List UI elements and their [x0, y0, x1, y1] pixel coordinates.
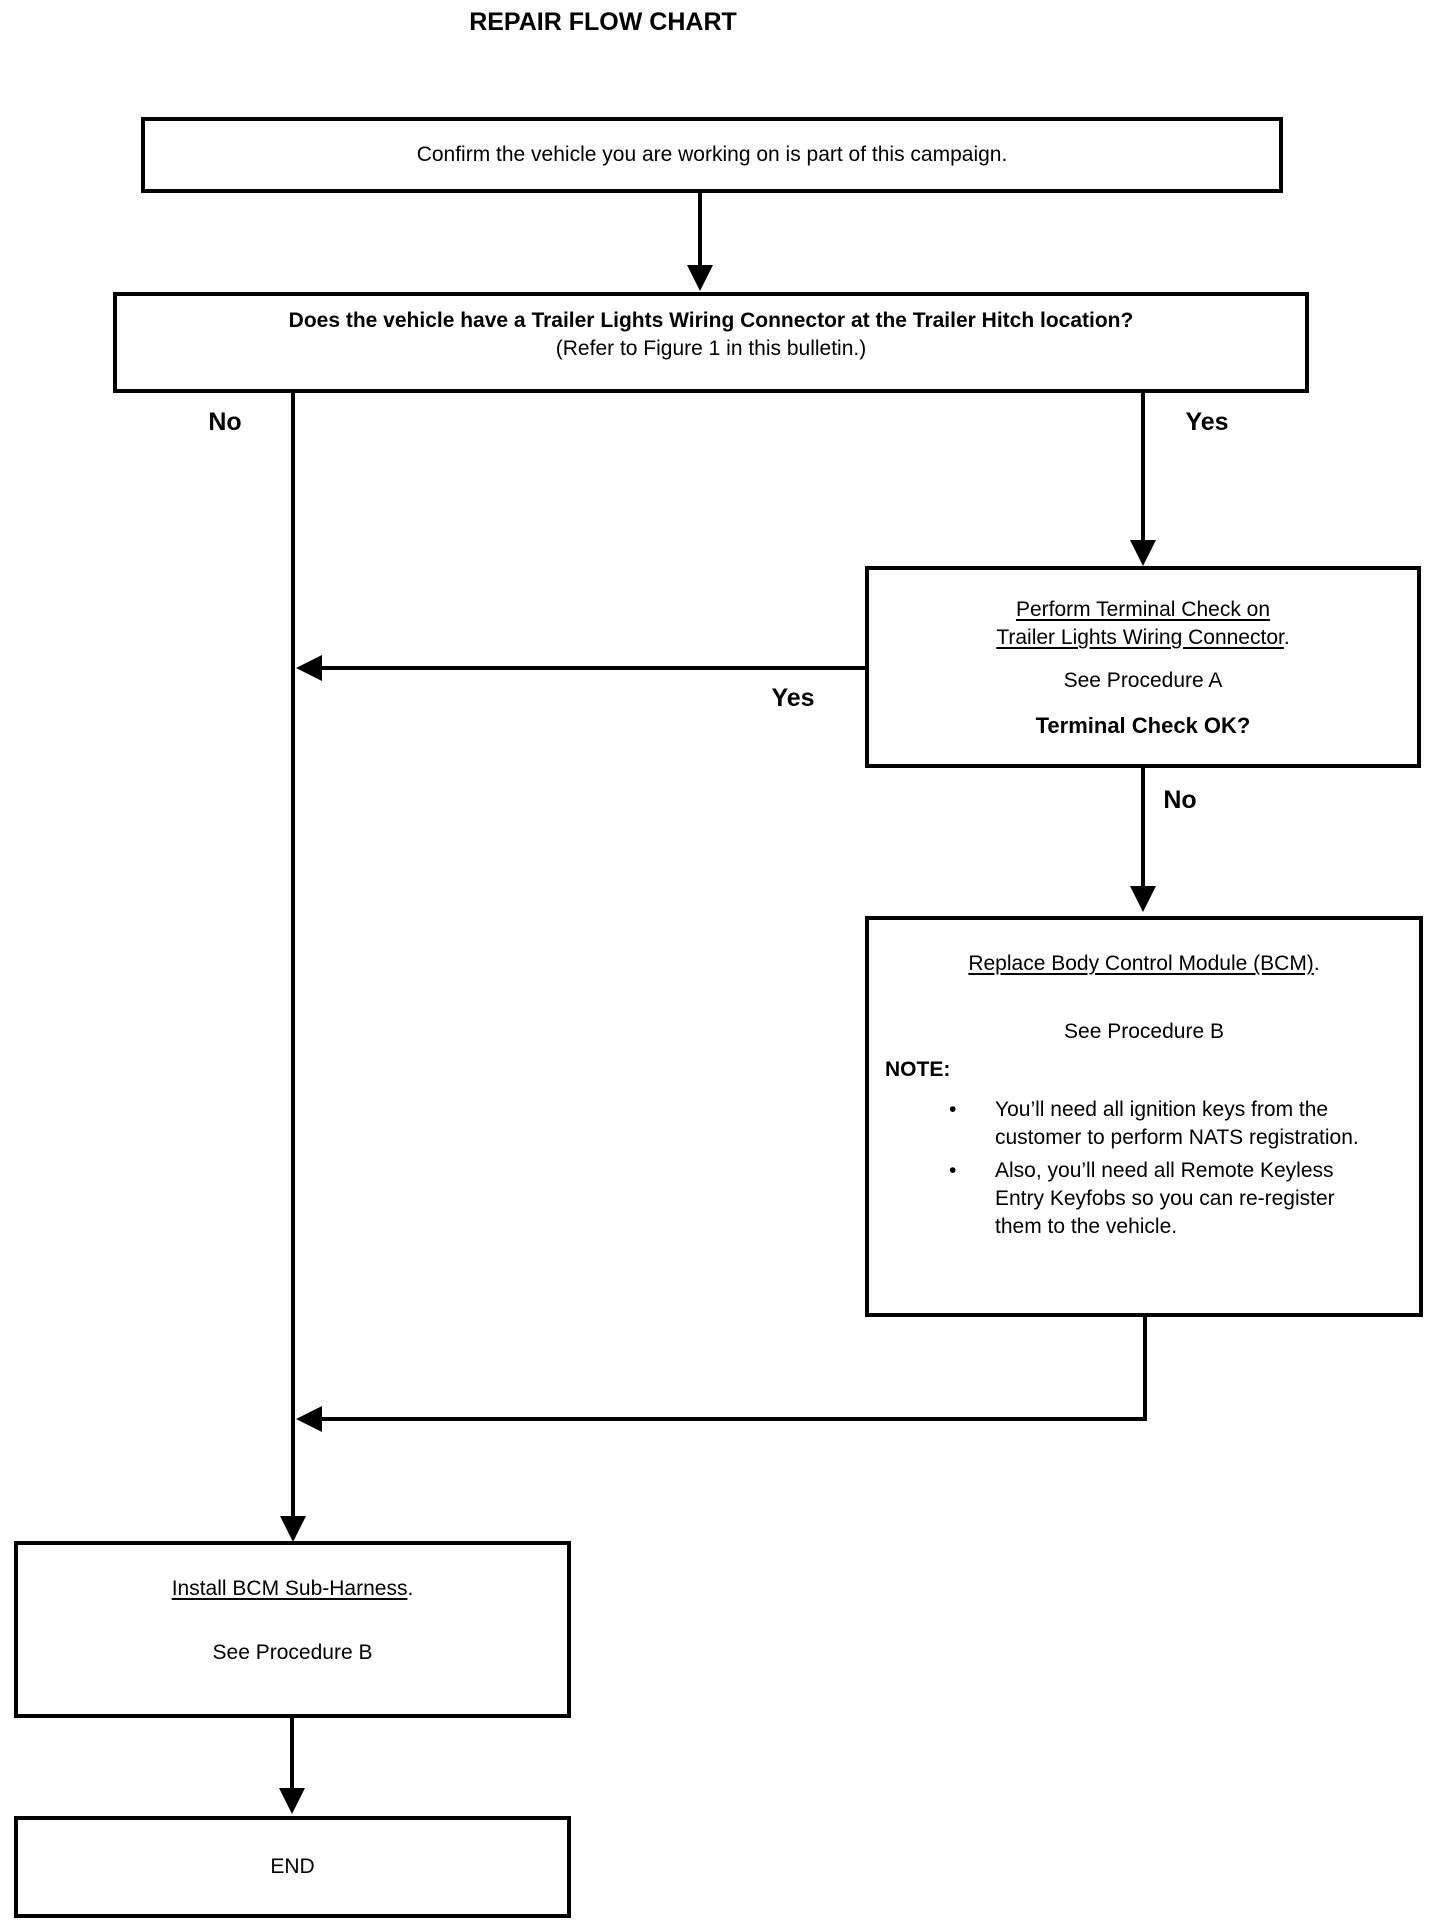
connector-install-to-end-line [290, 1718, 294, 1789]
question-line2: (Refer to Figure 1 in this bulletin.) [555, 337, 867, 360]
connector-replace-bcm-down-line [1143, 1317, 1147, 1421]
bullet-icon: • [949, 1159, 957, 1182]
replace-bcm-title: Replace Body Control Module (BCM). [968, 952, 1320, 975]
connector-replace-bcm-return-line [300, 1417, 1145, 1421]
terminal-check-title-line1: Perform Terminal Check on [1015, 598, 1271, 621]
node-confirm-vehicle: Confirm the vehicle you are working on i… [141, 117, 1283, 193]
question-line1: Does the vehicle have a Trailer Lights W… [288, 309, 1134, 332]
down-arrowhead-icon [279, 1788, 305, 1814]
down-arrowhead-icon [280, 1516, 306, 1542]
connector-yes-branch-line [1141, 393, 1145, 540]
down-arrowhead-icon [1130, 540, 1156, 566]
node-replace-bcm: Replace Body Control Module (BCM). See P… [865, 916, 1423, 1317]
note-bullet-item: • You’ll need all ignition keys from the… [869, 1096, 1419, 1152]
node-install-sub-harness: Install BCM Sub-Harness. See Procedure B [14, 1541, 571, 1718]
down-arrowhead-icon [1130, 886, 1156, 912]
connector-confirm-to-question-line [698, 193, 702, 267]
install-harness-see-procedure: See Procedure B [212, 1641, 373, 1664]
note-bullet-text: You’ll need all ignition keys from the c… [995, 1098, 1359, 1149]
replace-bcm-note-label: NOTE: [885, 1058, 951, 1081]
branch-label-yes-right: Yes [1185, 408, 1229, 436]
left-arrowhead-icon [296, 1406, 322, 1432]
end-text: END [270, 1855, 315, 1878]
node-confirm-vehicle-text: Confirm the vehicle you are working on i… [416, 143, 1008, 166]
connector-terminal-check-yes-line [300, 666, 865, 670]
left-arrowhead-icon [296, 655, 322, 681]
page-title: REPAIR FLOW CHART [469, 8, 737, 36]
node-end: END [14, 1816, 571, 1918]
branch-label-no-down: No [1163, 786, 1197, 814]
node-trailer-connector-question: Does the vehicle have a Trailer Lights W… [113, 292, 1309, 393]
note-bullet-item: • Also, you’ll need all Remote Keyless E… [869, 1157, 1419, 1241]
note-bullet-text: Also, you’ll need all Remote Keyless Ent… [995, 1159, 1335, 1238]
terminal-check-see-procedure: See Procedure A [1063, 669, 1223, 692]
install-harness-title: Install BCM Sub-Harness. [171, 1577, 414, 1600]
branch-label-no-left: No [208, 408, 242, 436]
terminal-check-question: Terminal Check OK? [1035, 713, 1251, 738]
connector-no-branch-line [291, 393, 295, 1518]
replace-bcm-see-procedure: See Procedure B [1064, 1020, 1224, 1043]
replace-bcm-note-list: • You’ll need all ignition keys from the… [869, 1096, 1419, 1241]
bullet-icon: • [949, 1098, 957, 1121]
connector-terminal-check-no-line [1141, 768, 1145, 888]
terminal-check-title-line2: Trailer Lights Wiring Connector. [996, 626, 1290, 649]
down-arrowhead-icon [687, 265, 713, 291]
branch-label-yes-back: Yes [771, 684, 815, 712]
node-terminal-check: Perform Terminal Check on Trailer Lights… [865, 566, 1421, 768]
